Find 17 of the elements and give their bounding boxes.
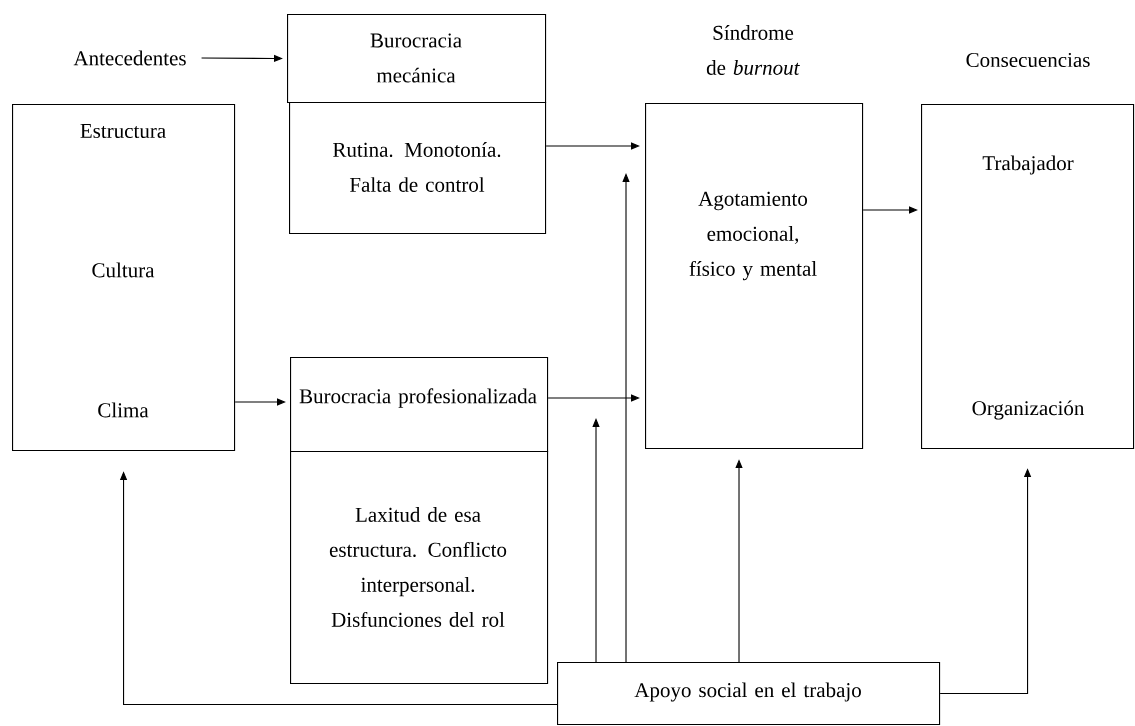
node-label: Consecuencias (966, 52, 1090, 68)
node-label: Síndrome de burnout (706, 25, 800, 75)
process-box: Apoyo social en el trabajo (557, 662, 941, 726)
process-box: Laxitud de esa estructura. Conflicto interpersonal. Disfunciones del rol (290, 451, 549, 685)
arrow (234, 398, 286, 406)
arrow (547, 394, 640, 402)
process-box: Síndrome de burnout Agotamiento emocional, físico y mental (645, 25, 864, 450)
arrow (592, 418, 600, 663)
process-box: Estructura Cultura Clima (12, 104, 236, 452)
arrow (862, 206, 918, 214)
process-box: Rutina. Monotonía. Falta de control (289, 102, 547, 235)
process-box: Consecuencias Trabajador Organización (921, 52, 1135, 450)
process-box: Burocracia mecánica (287, 14, 547, 104)
text-label: Antecedentes (73, 50, 186, 66)
arrow (622, 173, 630, 663)
process-box: Burocracia profesionalizada (290, 357, 549, 453)
arrow (545, 142, 640, 150)
